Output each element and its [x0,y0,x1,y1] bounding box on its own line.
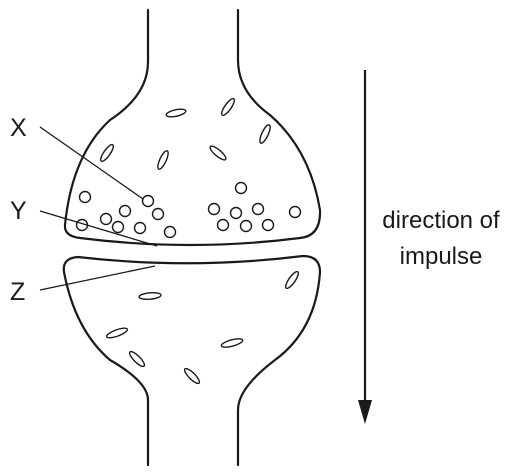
organelle [99,143,116,163]
vesicle [263,220,274,231]
leader-line-z [40,266,155,290]
vesicle [231,208,242,219]
vesicle [143,196,154,207]
organelle [258,124,272,145]
organelle [128,350,147,369]
direction-arrow-head [358,400,372,424]
label-y: Y [10,197,27,225]
vesicle [101,214,112,225]
organelle [166,108,187,118]
postsynaptic-dendrite [64,256,320,465]
postsynaptic-organelles [106,270,301,385]
vesicle [253,204,264,215]
vesicle [135,223,146,234]
arrow-caption-line2: impulse [400,243,483,270]
organelle [139,292,161,300]
organelle [183,367,202,386]
vesicle [236,183,247,194]
vesicle [218,220,229,231]
synaptic-vesicles [77,183,301,238]
organelle [156,150,170,171]
organelle [284,270,301,290]
vesicle [290,207,301,218]
label-z: Z [10,278,25,306]
vesicle [165,227,176,238]
organelle [220,97,237,117]
vesicle [113,222,124,233]
presynaptic-axon-terminal [65,10,320,245]
vesicle [209,204,220,215]
arrow-caption-line1: direction of [382,207,500,234]
vesicle [241,221,252,232]
leader-line-x [40,127,143,199]
vesicle [153,209,164,220]
label-x: X [10,114,27,142]
vesicle [80,192,91,203]
organelle [106,326,129,340]
organelle [221,337,244,349]
vesicle [120,206,131,217]
organelle [208,144,227,162]
